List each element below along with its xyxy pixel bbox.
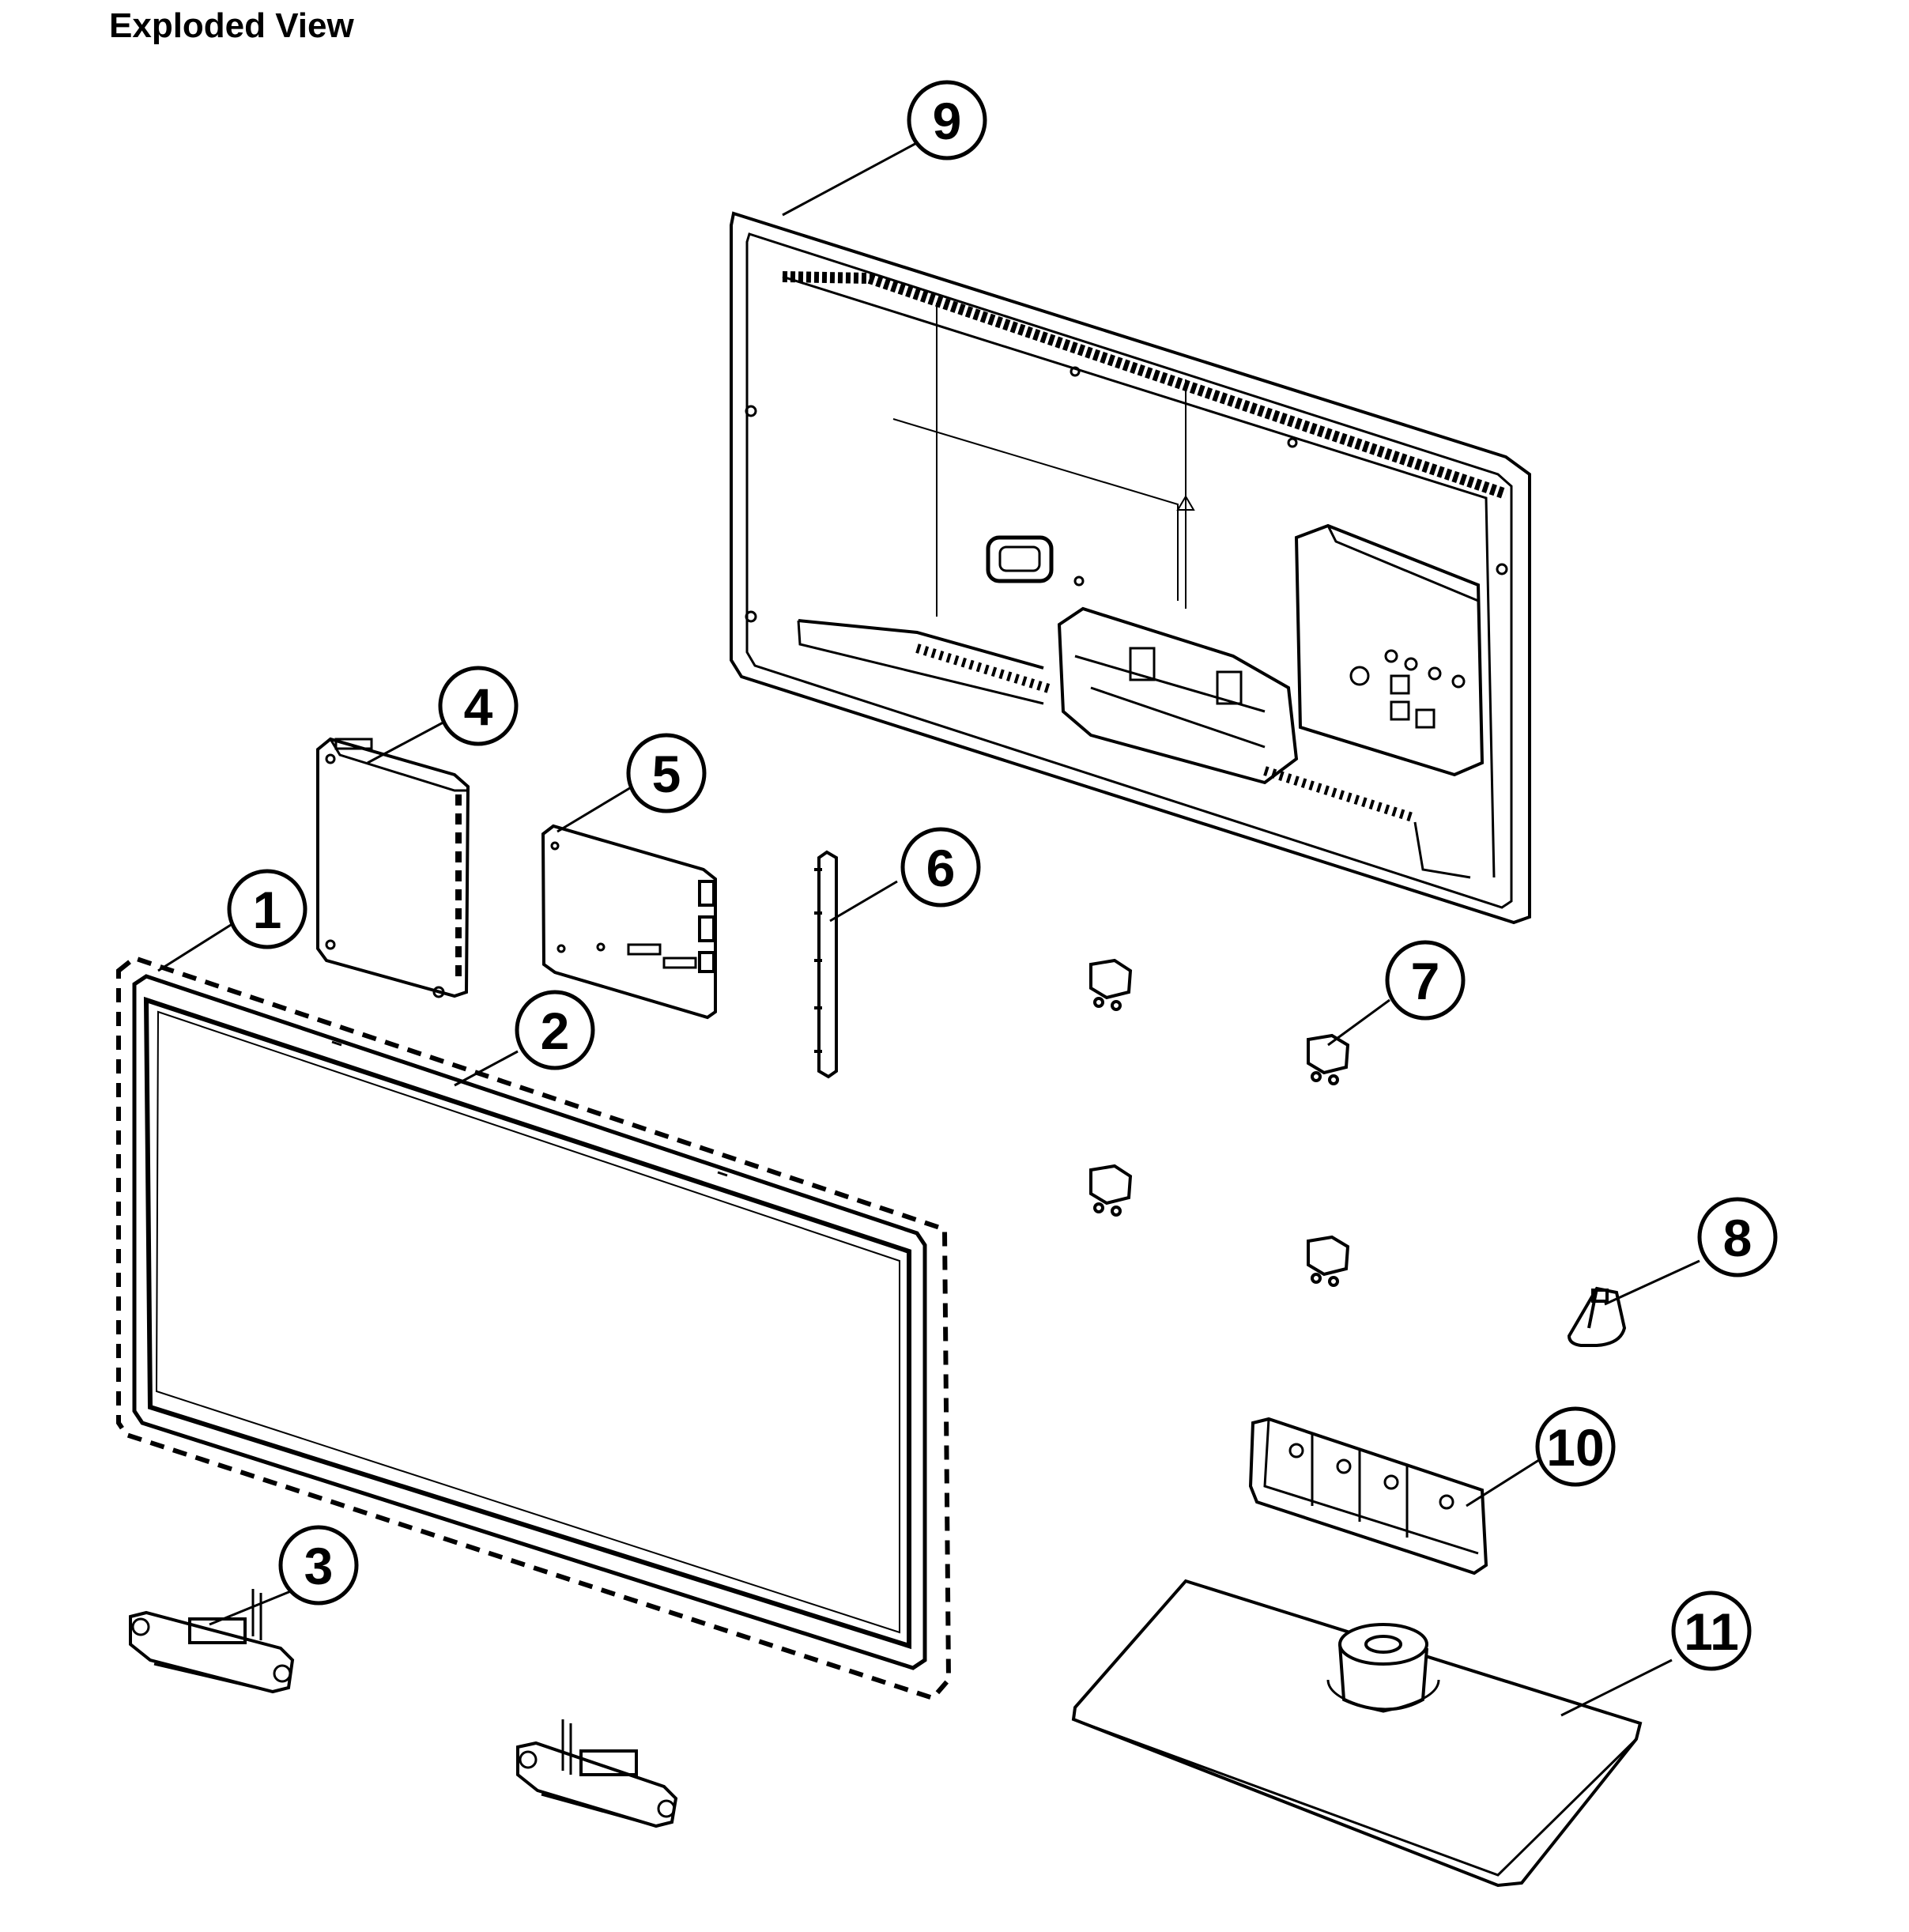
part-key-strip <box>814 850 838 1079</box>
callout-label-8: 8 <box>1723 1209 1752 1267</box>
leader-8 <box>1604 1259 1700 1306</box>
callout-7: 7 <box>1385 940 1466 1021</box>
part-clip-2 <box>1307 1033 1350 1085</box>
part-clip-1 <box>1089 958 1133 1011</box>
part-stand-base <box>1071 1579 1643 1888</box>
callout-label-10: 10 <box>1546 1418 1604 1477</box>
callout-2: 2 <box>515 990 595 1070</box>
diagram-title: Exploded View <box>109 6 354 45</box>
leader-lines <box>157 139 1700 1717</box>
part-clip-3 <box>1089 1164 1133 1217</box>
callout-5: 5 <box>626 733 707 813</box>
part-rear-cover <box>730 211 1531 925</box>
callout-1: 1 <box>227 869 307 949</box>
part-power-board <box>316 737 470 998</box>
callout-label-4: 4 <box>464 677 493 736</box>
callout-label-5: 5 <box>652 745 681 803</box>
part-assembly-outline <box>116 955 952 1701</box>
part-front-panel <box>132 974 927 1670</box>
leader-5 <box>556 785 633 833</box>
callout-3: 3 <box>278 1525 359 1606</box>
callout-label-3: 3 <box>304 1537 334 1595</box>
leader-10 <box>1466 1457 1542 1507</box>
part-speaker-right <box>516 1719 678 1828</box>
part-clip-4 <box>1307 1235 1350 1287</box>
leader-11 <box>1560 1658 1673 1717</box>
part-small-cover <box>1567 1286 1627 1347</box>
leader-9 <box>782 139 922 217</box>
callout-label-9: 9 <box>933 92 962 150</box>
callout-6: 6 <box>900 827 981 908</box>
leader-6 <box>829 880 898 923</box>
part-stand-bracket <box>1248 1417 1488 1575</box>
part-speaker-left <box>129 1589 295 1694</box>
part-main-board <box>541 824 717 1020</box>
leader-4 <box>367 718 450 764</box>
callout-label-7: 7 <box>1411 952 1440 1010</box>
callout-11: 11 <box>1671 1591 1752 1671</box>
leader-7 <box>1327 998 1390 1047</box>
callout-10: 10 <box>1535 1406 1616 1487</box>
callout-label-1: 1 <box>253 881 282 939</box>
leader-1 <box>157 923 232 972</box>
callout-label-2: 2 <box>541 1002 570 1060</box>
callout-label-6: 6 <box>926 839 956 897</box>
callout-label-11: 11 <box>1684 1602 1739 1661</box>
leader-2 <box>454 1050 519 1087</box>
callout-4: 4 <box>438 666 519 746</box>
leader-3 <box>209 1587 297 1626</box>
callout-8: 8 <box>1697 1197 1778 1277</box>
callout-9: 9 <box>907 80 987 160</box>
